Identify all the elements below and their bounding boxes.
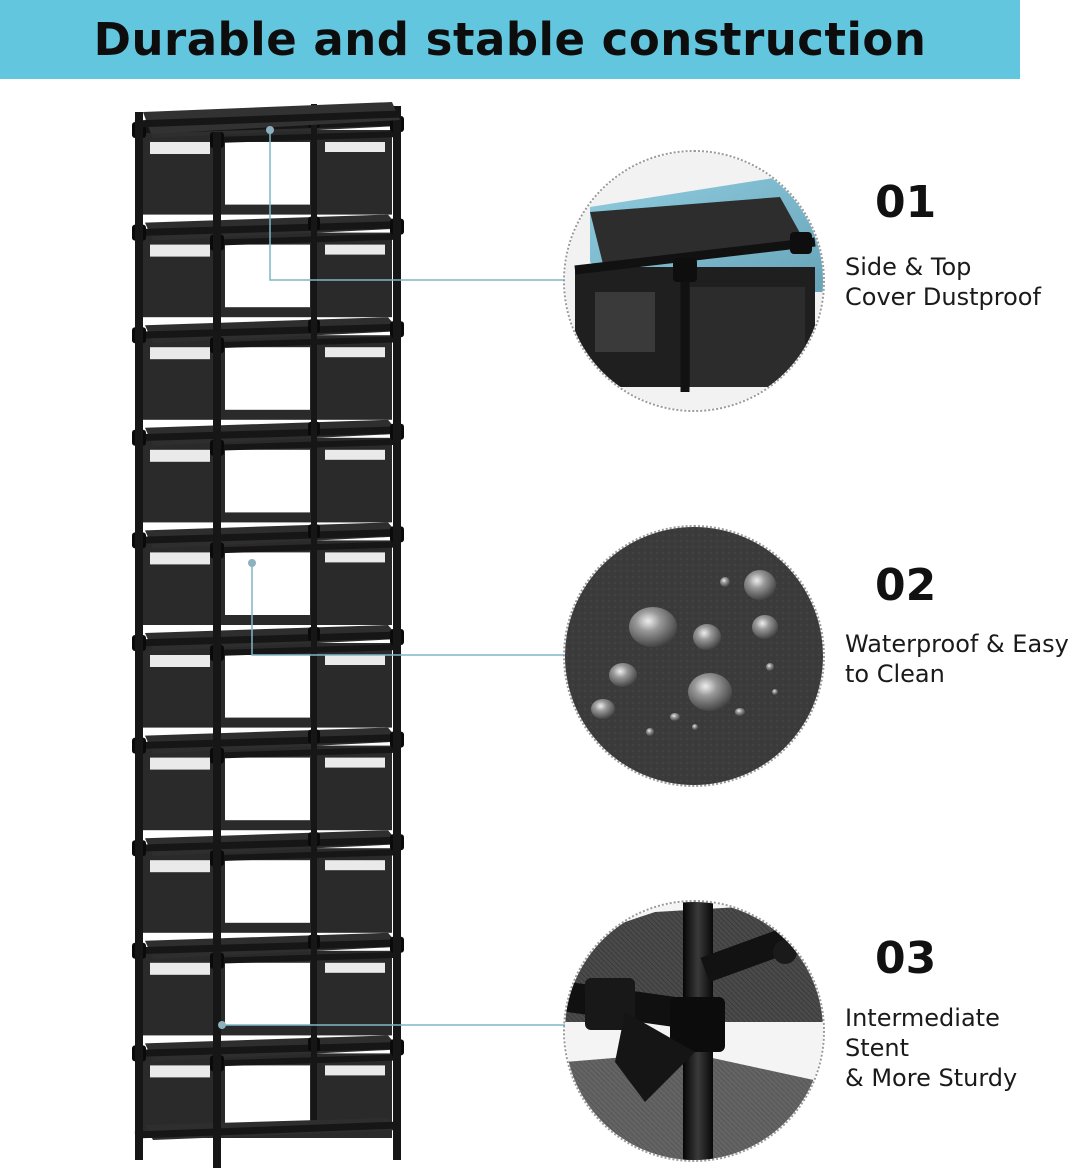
water-droplets-detail-image <box>563 525 825 787</box>
feature-line: Waterproof & Easy <box>845 630 1069 658</box>
feature-line: Side & Top <box>845 253 972 281</box>
leader-line-03 <box>218 1021 565 1029</box>
leader-line-01 <box>266 126 565 281</box>
feature-description-01: Side & Top Cover Dustproof <box>845 252 1070 312</box>
feature-line: Cover Dustproof <box>845 283 1041 311</box>
page-title: Durable and stable construction <box>93 13 927 66</box>
feature-number-01: 01 <box>875 177 937 228</box>
feature-description-03: Intermediate Stent & More Sturdy <box>845 1003 1070 1093</box>
leader-line-02 <box>248 559 565 656</box>
stent-joint-detail-image <box>563 900 825 1162</box>
feature-line: Intermediate Stent <box>845 1004 1000 1062</box>
feature-number-03: 03 <box>875 933 937 984</box>
top-cover-detail-image <box>563 150 825 412</box>
feature-line: to Clean <box>845 660 945 688</box>
feature-description-02: Waterproof & Easy to Clean <box>845 629 1070 689</box>
feature-line: & More Sturdy <box>845 1064 1018 1092</box>
header-banner: Durable and stable construction <box>0 0 1020 79</box>
feature-number-02: 02 <box>875 560 937 611</box>
